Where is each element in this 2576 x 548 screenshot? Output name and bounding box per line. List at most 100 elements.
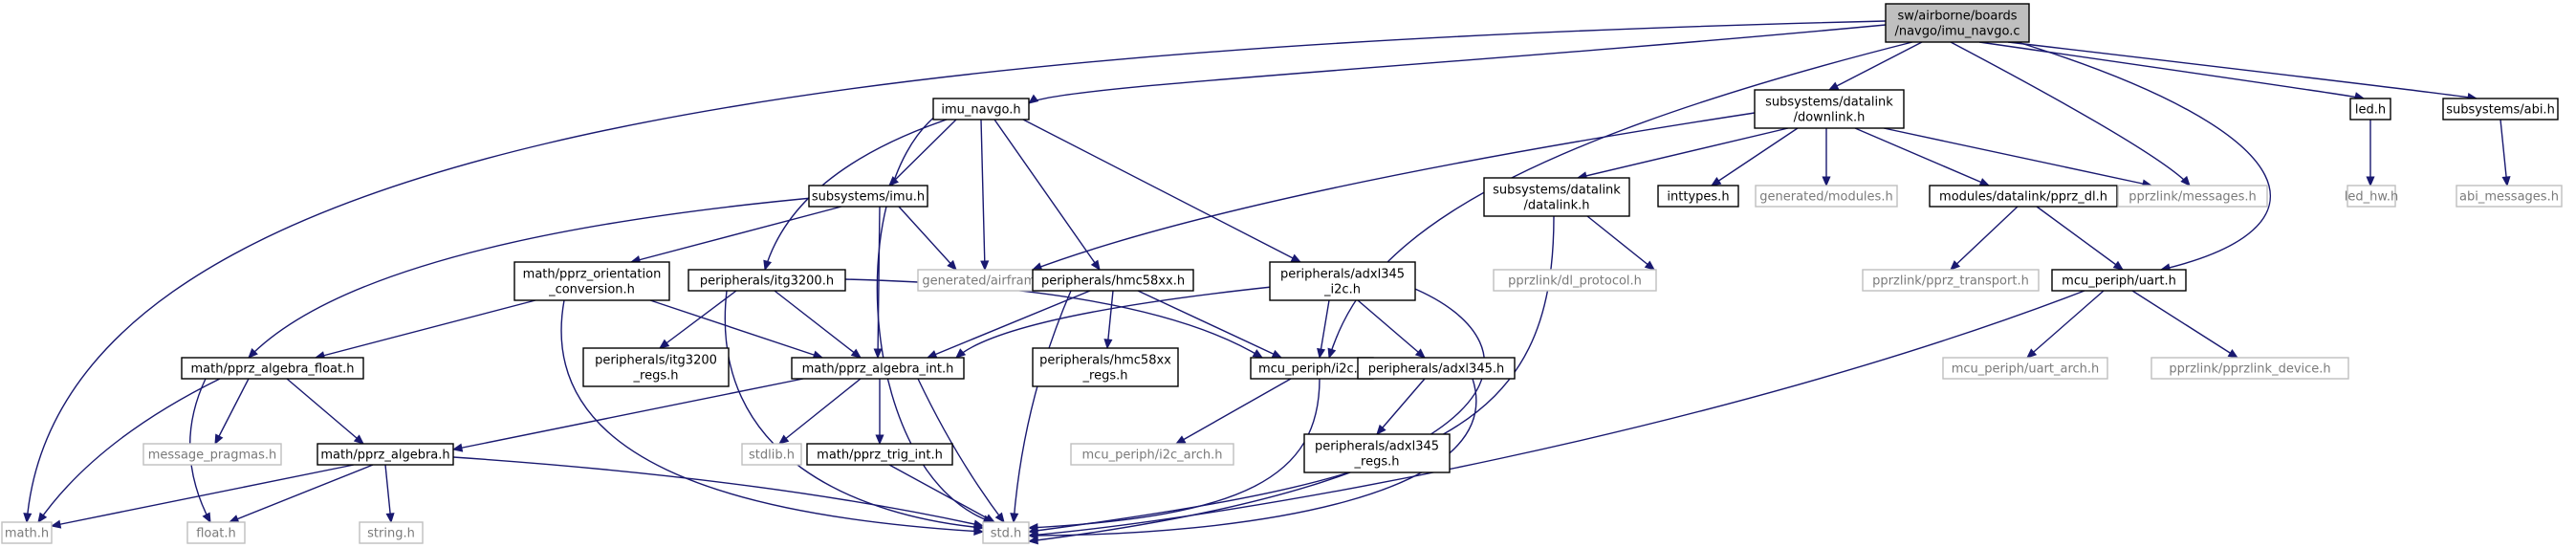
edge-line [560,299,984,533]
node-imu-navgo-h[interactable]: imu_navgo.h [932,98,1030,121]
node-itg3200-h[interactable]: peripherals/itg3200.h [688,269,846,292]
arrowhead-icon [1252,349,1264,359]
arrowhead-icon [1644,260,1656,271]
edge-uart_h-to-pprzlink_device_h [2131,290,2239,359]
edge-line [955,286,1273,359]
node-abi-messages-h: abi_messages.h [2456,185,2563,208]
edge-algebra_int_h-to-algebra_h [451,378,804,452]
node-itg3200-regs-h[interactable]: peripherals/itg3200_regs.h [582,347,730,387]
node-label: math/pprz_algebra.h [320,449,449,463]
node-hmc58xx-regs-h[interactable]: peripherals/hmc58xx_regs.h [1032,347,1179,387]
node-label: math/pprz_orientation [523,268,662,282]
arrowhead-icon [23,513,33,524]
edge-orientation_h-to-algebra_float_h [314,299,536,361]
edge-itg3200_h-to-algebra_int_h [774,290,862,359]
edge-line [888,119,957,186]
edge-imu_navgo_h-to-airframe_h [980,119,990,272]
node-dl-protocol-h: pprzlink/dl_protocol.h [1493,269,1657,292]
edge-algebra_h-to-float_h [228,464,374,523]
edge-root-to-abi_h [2007,41,2478,101]
edge-hmc58xx_h-to-hmc58xx_regs_h [1103,290,1114,350]
node-uart-arch-h: mcu_periph/uart_arch.h [1942,357,2108,380]
edge-adxl345_h-to-std_h [1027,378,1477,540]
node-label: string.h [367,527,415,541]
edge-line [1175,378,1292,445]
node-float-h: float.h [186,521,246,544]
edge-line [1854,127,1990,186]
edge-line [917,378,1005,523]
edge-line [1950,41,2191,186]
node-root[interactable]: sw/airborne/boards/navgo/imu_navgo.c [1885,3,2030,43]
arrowhead-icon [926,350,938,359]
edge-hmc58xx_h-to-std_h [1010,290,1072,524]
node-box [806,443,953,466]
edge-line [286,378,364,445]
node-imu-h[interactable]: subsystems/imu.h [808,185,928,208]
node-label: pprzlink/dl_protocol.h [1508,274,1642,289]
edge-line [384,464,392,523]
arrowhead-icon [1376,424,1386,435]
node-orientation-h[interactable]: math/pprz_orientation_conversion.h [513,261,670,301]
node-inttypes-h[interactable]: inttypes.h [1657,185,1739,208]
node-label: peripherals/itg3200 [595,354,717,368]
node-abi-h[interactable]: subsystems/abi.h [2442,98,2559,121]
arrowhead-icon [763,259,773,272]
edge-line [2017,41,2271,271]
node-box [2442,98,2559,121]
edge-algebra_h-to-string_h [384,464,395,524]
node-adxl345-h[interactable]: peripherals/adxl345.h [1357,357,1516,380]
node-box [1862,269,2040,292]
node-trig-int-h[interactable]: math/pprz_trig_int.h [806,443,953,466]
edge-line [1577,127,1789,179]
edge-line [315,299,536,359]
edge-datalink_h-to-dl_protocol_h [1586,215,1656,271]
node-led-h[interactable]: led.h [2349,98,2391,121]
node-airframe-h: generated/airframe.h [917,269,1060,292]
node-label: mcu_periph/uart_arch.h [1952,362,2100,377]
edge-downlink_h-to-modules_h [1822,128,1831,187]
node-hmc58xx-h[interactable]: peripherals/hmc58xx.h [1032,269,1194,292]
node-adxl345-regs-h[interactable]: peripherals/adxl345_regs.h [1303,433,1451,473]
arrowhead-icon [1010,513,1019,524]
edge-line [2036,206,2124,271]
edge-line [649,299,823,359]
node-adxl345-i2c-h[interactable]: peripherals/adxl345_i2c.h [1269,261,1416,301]
edge-line [774,290,862,359]
node-label: math/pprz_trig_int.h [817,449,943,463]
node-downlink-h[interactable]: subsystems/datalink/downlink.h [1754,89,1905,129]
edge-root-to-i2c_h [1327,41,1913,360]
arrowhead-icon [2366,176,2375,187]
node-algebra-float-h[interactable]: math/pprz_algebra_float.h [181,357,364,380]
edge-line [764,119,948,271]
edge-downlink_h-to-inttypes_h [1710,127,1799,186]
node-label: peripherals/adxl345 [1315,440,1439,454]
node-label: pprzlink/pprz_transport.h [1872,274,2029,289]
node-algebra-h[interactable]: math/pprz_algebra.h [317,443,454,466]
node-label: _conversion.h [548,283,635,297]
arrowhead-icon [994,512,1005,524]
node-box [1070,443,1234,466]
node-box [513,261,670,301]
node-message-pragmas-h: message_pragmas.h [142,443,282,466]
edge-line [1376,378,1426,435]
node-std-h: std.h [982,521,1030,544]
edge-line [898,206,957,271]
node-i2c-h[interactable]: mcu_periph/i2c.h [1250,357,1374,380]
node-pprz-transport-h: pprzlink/pprz_transport.h [1862,269,2040,292]
node-box [1357,357,1516,380]
node-box [1754,89,1905,129]
node-pprz-dl-h[interactable]: modules/datalink/pprz_dl.h [1929,185,2118,208]
node-label: abi_messages.h [2459,190,2559,205]
node-box [808,185,928,208]
node-label: mcu_periph/uart.h [2062,274,2176,289]
arrowhead-icon [2026,348,2038,359]
edge-line [1950,206,2019,271]
arrowhead-icon [1027,94,1039,104]
edge-line [37,378,221,523]
edge-line [214,378,250,445]
node-algebra-int-h[interactable]: math/pprz_algebra_int.h [791,357,965,380]
node-uart-h[interactable]: mcu_periph/uart.h [2051,269,2187,292]
node-datalink-h[interactable]: subsystems/datalink/datalink.h [1483,177,1630,217]
edge-imu_navgo_h-to-adxl345_i2c_h [1022,119,1302,263]
node-math-h: math.h [1,521,53,544]
